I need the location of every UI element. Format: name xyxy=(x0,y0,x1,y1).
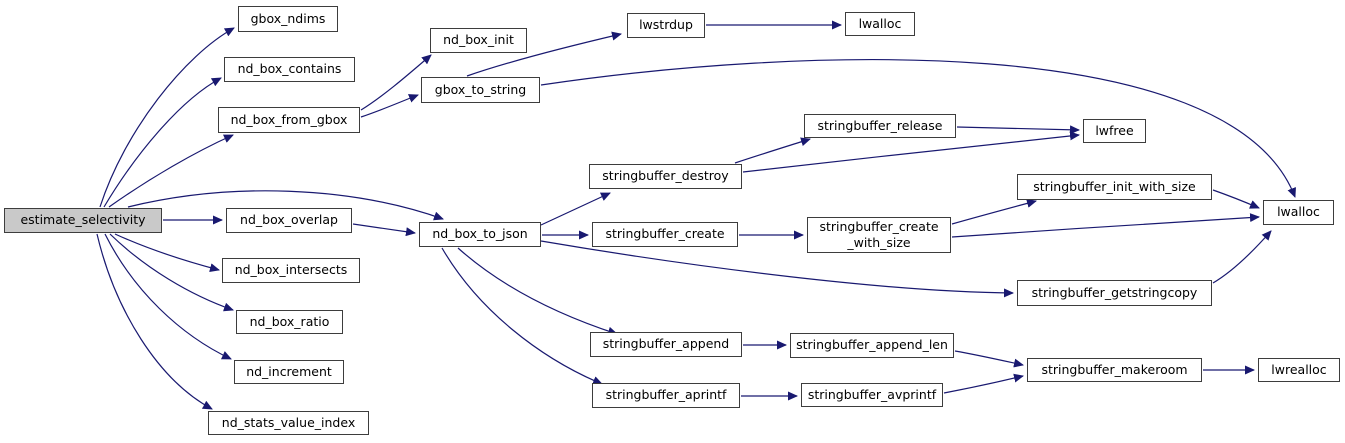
node-lwrealloc[interactable]: lwrealloc xyxy=(1258,358,1340,382)
edge-nd_box_to_json-to-stringbuffer_append xyxy=(457,247,618,336)
edge-gbox_to_string-to-lwstrdup xyxy=(466,31,622,77)
node-nd-box-init[interactable]: nd_box_init xyxy=(430,28,527,53)
edge-nd_box_to_json-to-stringbuffer_getstringcopy xyxy=(540,240,1014,298)
edge-nd_box_from_gbox-to-gbox_to_string xyxy=(360,94,419,118)
node-lwstrdup[interactable]: lwstrdup xyxy=(627,13,705,38)
edge-estimate_selectivity-to-gbox_ndims xyxy=(99,27,235,208)
edge-nd_box_overlap-to-nd_box_to_json xyxy=(352,223,416,237)
edge-estimate_selectivity-to-nd_box_to_json xyxy=(127,190,444,221)
edge-gbox_to_string-to-lwalloc_right xyxy=(540,59,1296,198)
node-lwfree[interactable]: lwfree xyxy=(1083,119,1146,143)
node-stringbuffer-destroy[interactable]: stringbuffer_destroy xyxy=(589,164,742,189)
edge-stringbuffer_create_with_size-to-stringbuffer_init_with_size xyxy=(951,198,1037,225)
node-nd-increment[interactable]: nd_increment xyxy=(234,360,344,384)
node-estimate-selectivity[interactable]: estimate_selectivity xyxy=(4,208,162,233)
edge-estimate_selectivity-to-nd_box_ratio xyxy=(109,233,234,312)
edge-estimate_selectivity-to-nd_stats_value_index xyxy=(96,233,213,410)
edge-stringbuffer_destroy-to-stringbuffer_release xyxy=(734,137,811,164)
node-stringbuffer-aprintf[interactable]: stringbuffer_aprintf xyxy=(592,383,740,408)
edge-nd_box_to_json-to-stringbuffer_aprintf xyxy=(441,247,603,385)
edge-stringbuffer_create_with_size-to-lwalloc_right xyxy=(951,213,1260,238)
edge-estimate_selectivity-to-nd_box_intersects xyxy=(114,233,220,273)
node-lwalloc-top[interactable]: lwalloc xyxy=(845,12,915,36)
edge-stringbuffer_avprintf-to-stringbuffer_makeroom xyxy=(943,373,1024,394)
node-stringbuffer-create[interactable]: stringbuffer_create xyxy=(592,222,738,247)
edge-stringbuffer_release-to-lwfree xyxy=(956,125,1080,135)
edge-estimate_selectivity-to-nd_box_from_gbox xyxy=(108,134,234,208)
edge-estimate_selectivity-to-nd_increment xyxy=(104,233,232,360)
node-nd-box-intersects[interactable]: nd_box_intersects xyxy=(222,258,360,283)
node-nd-box-contains[interactable]: nd_box_contains xyxy=(224,57,355,82)
node-nd-box-to-json[interactable]: nd_box_to_json xyxy=(419,222,541,247)
node-stringbuffer-makeroom[interactable]: stringbuffer_makeroom xyxy=(1027,358,1202,382)
edge-stringbuffer_destroy-to-lwfree xyxy=(742,131,1080,173)
edge-nd_box_from_gbox-to-nd_box_init xyxy=(360,54,432,111)
node-stringbuffer-getstringcopy[interactable]: stringbuffer_getstringcopy xyxy=(1017,280,1212,306)
node-stringbuffer-avprintf[interactable]: stringbuffer_avprintf xyxy=(801,383,943,407)
node-nd-box-ratio[interactable]: nd_box_ratio xyxy=(236,310,343,334)
node-stringbuffer-release[interactable]: stringbuffer_release xyxy=(804,114,956,138)
edge-stringbuffer_init_with_size-to-lwalloc_right xyxy=(1212,189,1260,209)
edge-stringbuffer_getstringcopy-to-lwalloc_right xyxy=(1212,230,1272,284)
node-nd-stats-value-index[interactable]: nd_stats_value_index xyxy=(208,411,369,435)
node-stringbuffer-create-with-size[interactable]: stringbuffer_create _with_size xyxy=(807,217,951,253)
node-nd-box-overlap[interactable]: nd_box_overlap xyxy=(226,208,352,233)
node-nd-box-from-gbox[interactable]: nd_box_from_gbox xyxy=(218,107,360,133)
node-stringbuffer-append-len[interactable]: stringbuffer_append_len xyxy=(790,333,954,358)
node-lwalloc-right[interactable]: lwalloc xyxy=(1263,200,1334,225)
node-gbox-ndims[interactable]: gbox_ndims xyxy=(238,6,338,32)
edge-estimate_selectivity-to-nd_box_contains xyxy=(103,77,222,208)
edge-nd_box_to_json-to-stringbuffer_destroy xyxy=(540,192,611,226)
node-stringbuffer-append[interactable]: stringbuffer_append xyxy=(590,332,742,357)
edge-stringbuffer_append_len-to-stringbuffer_makeroom xyxy=(954,350,1024,368)
node-gbox-to-string[interactable]: gbox_to_string xyxy=(421,77,540,103)
node-stringbuffer-init-with-size[interactable]: stringbuffer_init_with_size xyxy=(1017,174,1212,200)
